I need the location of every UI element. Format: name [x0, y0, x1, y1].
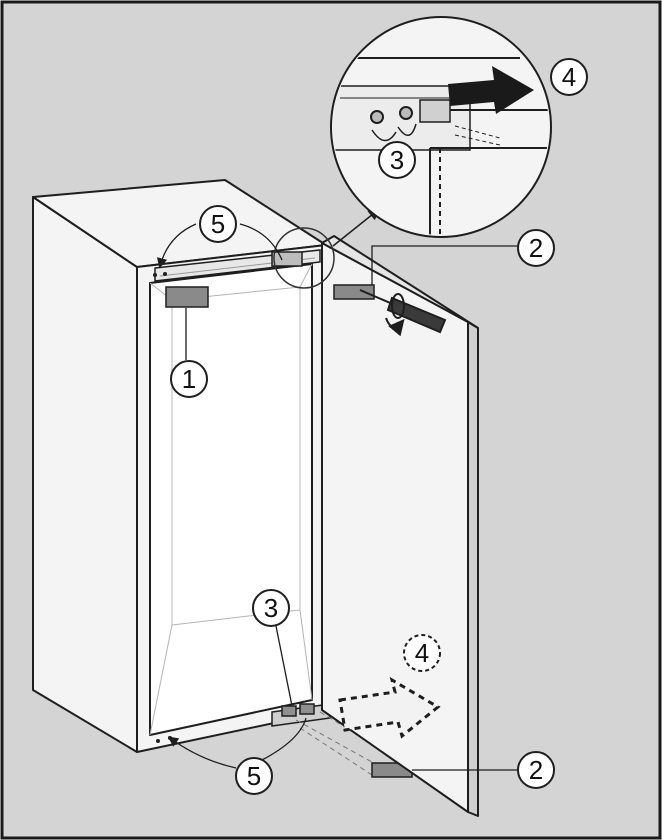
screwdriver-icon: [359, 289, 447, 337]
callout-2-bottom: 2: [517, 751, 555, 789]
magnifier-detail-icon: [330, 16, 552, 238]
svg-text:2: 2: [529, 233, 543, 263]
mounting-holes: [153, 272, 172, 743]
dashed-push-arrow-icon: [338, 676, 441, 739]
svg-text:3: 3: [264, 593, 278, 623]
magnifier-source-circle: [273, 227, 335, 289]
magnifier-connector: [332, 208, 381, 247]
callout-3-top: 3: [378, 141, 416, 179]
callout-2-top: 2: [517, 229, 555, 267]
door-panel-icon: [321, 235, 479, 817]
svg-text:4: 4: [562, 62, 576, 92]
top-bracket: [333, 284, 375, 300]
callout-5-bottom: 5: [235, 757, 273, 795]
callout-3-bottom: 3: [252, 589, 290, 627]
callout-5-top: 5: [199, 205, 237, 243]
leader-lines: [156, 223, 518, 771]
callout-1: 1: [170, 360, 208, 398]
svg-text:2: 2: [529, 755, 543, 785]
svg-text:5: 5: [247, 761, 261, 791]
svg-text:5: 5: [211, 209, 225, 239]
callout-4-top: 4: [550, 58, 588, 96]
push-arrow-icon: [448, 66, 534, 114]
svg-text:3: 3: [390, 145, 404, 175]
callout-4-bottom: 4: [403, 634, 441, 672]
top-hinge-bar: [154, 249, 321, 308]
svg-text:1: 1: [182, 364, 196, 394]
svg-text:4: 4: [415, 638, 429, 668]
